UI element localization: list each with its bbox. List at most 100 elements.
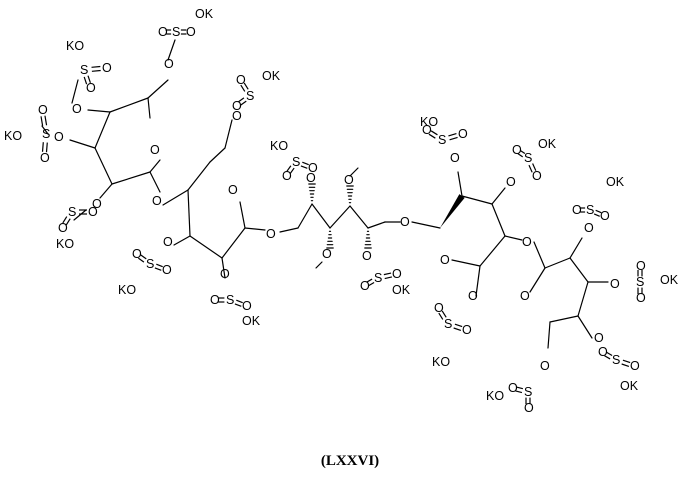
oxygen-atom: O: [236, 73, 246, 87]
potassium-oxy-label: OK: [660, 273, 679, 287]
bond: [95, 112, 110, 148]
oxygen-atom: O: [86, 81, 96, 95]
bond: [100, 184, 112, 198]
bond: [240, 202, 245, 228]
bond: [301, 166, 307, 168]
sulfur-atom: S: [246, 89, 254, 103]
oxygen-atom: O: [58, 221, 68, 235]
sulfur-atom: S: [42, 127, 50, 141]
bond: [280, 228, 298, 232]
oxygen-atom: O: [610, 277, 620, 291]
potassium-oxy-label: KO: [486, 389, 504, 403]
ring-oxygen: O: [150, 143, 160, 157]
sulfur-atom: S: [444, 317, 452, 331]
oxygen-atom: O: [450, 151, 460, 165]
potassium-oxy-label: KO: [270, 139, 288, 153]
stereo-wedges: [309, 184, 465, 248]
bond: [110, 98, 148, 112]
bond: [225, 120, 232, 148]
bond: [492, 188, 505, 204]
sulfur-atom: S: [292, 155, 300, 169]
bond: [70, 140, 95, 148]
oxygen-atom: O: [524, 401, 534, 415]
bond: [88, 110, 110, 112]
ring-oxygen: O: [440, 253, 450, 267]
potassium-oxy-label: OK: [620, 379, 639, 393]
ring-oxygen: O: [520, 289, 530, 303]
wedge-bond: [440, 194, 465, 228]
oxygen-atom: O: [40, 151, 50, 165]
bond: [112, 172, 150, 184]
oxygen-atom: O: [506, 175, 516, 189]
oxygen-atom: O: [636, 259, 646, 273]
oxygen-atom: O: [132, 247, 142, 261]
oxygen-atom: O: [88, 205, 98, 219]
bond: [462, 196, 492, 204]
bond: [188, 190, 190, 236]
oxygen-atom: O: [360, 279, 370, 293]
bond: [72, 80, 78, 103]
pentasaccharide-structure: OOOOOOSOOOKSOOKOSOOKOSOOKOOOSOOOKOSOOKOO…: [0, 0, 700, 450]
oxygen-atom: O: [434, 301, 444, 315]
oxygen-atom: O: [600, 209, 610, 223]
bond: [150, 172, 160, 192]
bond: [92, 67, 101, 68]
sulfur-atom: S: [524, 151, 532, 165]
oxygen-atom: O: [532, 169, 542, 183]
oxygen-atom: O: [152, 194, 162, 208]
potassium-oxy-label: OK: [242, 314, 261, 328]
oxygen-atom: O: [572, 203, 582, 217]
bond-lines: [41, 30, 642, 404]
bond: [316, 262, 322, 268]
oxygen-atom: O: [186, 25, 196, 39]
oxygen-atom: O: [163, 235, 173, 249]
bond: [412, 222, 440, 228]
bond: [245, 228, 265, 230]
potassium-oxy-label: OK: [538, 137, 557, 151]
bond: [594, 214, 600, 216]
oxygen-atom: O: [392, 267, 402, 281]
bond: [570, 258, 588, 282]
oxygen-atom: O: [164, 57, 174, 71]
bond: [458, 172, 462, 196]
bond: [222, 228, 245, 258]
bond: [235, 304, 241, 306]
sulfur-atom: S: [524, 385, 532, 399]
oxygen-atom: O: [54, 130, 64, 144]
bond: [95, 148, 112, 184]
sulfur-atom: S: [586, 203, 594, 217]
oxygen-atom: O: [162, 263, 172, 277]
bond: [431, 131, 437, 135]
oxygen-atom: O: [266, 227, 276, 241]
sulfur-atom: S: [68, 205, 76, 219]
oxygen-atom: O: [594, 331, 604, 345]
bond: [450, 137, 458, 139]
sulfur-atom: S: [80, 63, 88, 77]
oxygen-atom: O: [220, 267, 230, 281]
oxygen-atom: O: [508, 381, 518, 395]
sulfur-atom: S: [226, 293, 234, 307]
oxygen-atom: O: [522, 235, 532, 249]
sulfur-atom: S: [438, 133, 446, 147]
oxygen-atom: O: [598, 345, 608, 359]
bond: [550, 316, 578, 322]
oxygen-atom: O: [462, 323, 472, 337]
bond: [174, 236, 190, 245]
oxygen-atom: O: [458, 127, 468, 141]
oxygen-atom: O: [584, 221, 594, 235]
bond: [163, 190, 188, 205]
potassium-oxy-label: OK: [392, 283, 411, 297]
bond: [190, 236, 222, 258]
bond: [448, 134, 456, 136]
oxygen-atom: O: [308, 161, 318, 175]
potassium-oxy-label: KO: [4, 129, 22, 143]
bond: [150, 160, 160, 172]
oxygen-atom: O: [102, 61, 112, 75]
sulfur-atom: S: [374, 271, 382, 285]
oxygen-atom: O: [232, 99, 242, 113]
oxygen-atom: O: [540, 359, 550, 373]
bond: [45, 116, 47, 126]
bond: [155, 268, 161, 270]
oxygen-atom: O: [400, 215, 410, 229]
